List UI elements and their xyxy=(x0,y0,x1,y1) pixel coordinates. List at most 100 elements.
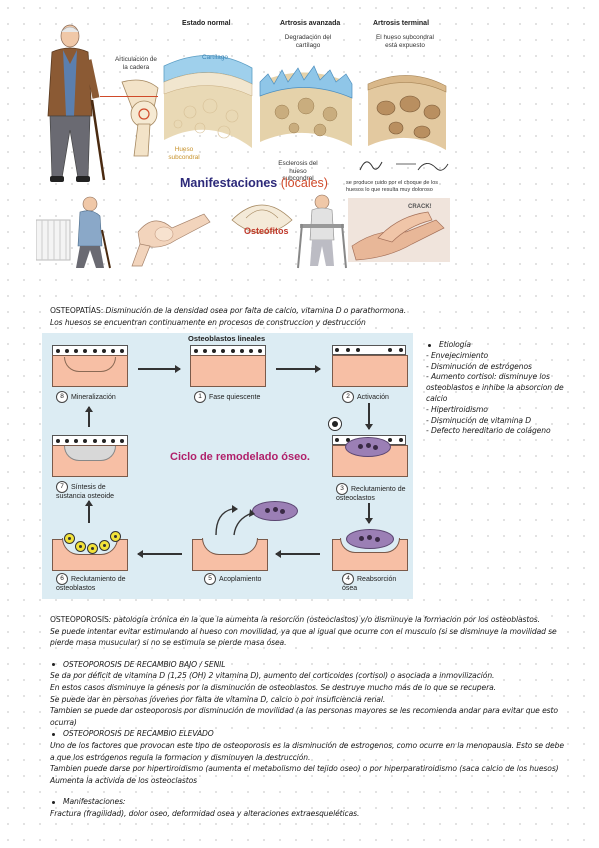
label-hip-joint: Articulación de la cadera xyxy=(115,56,157,71)
label-sclerosis: Esclerosis del hueso subcondral xyxy=(278,160,318,182)
step5-cavity xyxy=(202,538,258,555)
arrow-6-to-7 xyxy=(85,500,92,523)
hip-bone-illustration xyxy=(121,79,159,157)
osteoporosis-intro: OSTEOPOROSIS: patología crónica en la qu… xyxy=(50,614,566,626)
terminal-joint-illustration xyxy=(367,75,447,150)
etiologia-title: Etiología xyxy=(439,340,471,349)
step4-number: 4 xyxy=(342,573,354,585)
osteopatias-line1: OSTEOPATÍAS: Disminución de la densidad … xyxy=(50,305,570,317)
osteoblast-5 xyxy=(110,531,121,542)
advanced-joint-illustration xyxy=(259,65,353,146)
etiologia-item-6: - Defecto hereditario de colágeno xyxy=(426,426,551,436)
sketch-hands xyxy=(359,161,449,171)
woman-walker-illustration xyxy=(297,194,347,269)
etiologia-item-5: - Disminución de vitamina D xyxy=(426,415,532,425)
step3-precursor-cell xyxy=(328,417,342,431)
senil-line-2: En estos casos disminuye la génesis por … xyxy=(50,682,496,692)
etiologia-section: Etiología - Envejecimiento - Disminución… xyxy=(426,340,576,437)
step3-osteoclast xyxy=(345,437,391,457)
bullet-icon xyxy=(52,663,55,667)
step8-text: Mineralización xyxy=(71,393,116,401)
bullet-icon xyxy=(428,343,431,347)
step5-text: Acoplamiento xyxy=(219,575,262,583)
arrow-1-to-2 xyxy=(276,365,321,372)
etiologia-item-3: - Aumento cortisol: disminuye los osteob… xyxy=(426,372,564,403)
label-exposed-bone: El hueso subcondral está expuesto xyxy=(376,34,434,49)
cracking-fingers-photo: CRACK! xyxy=(348,198,450,262)
senil-line-3: Se puede dar en personas jóvenes por fal… xyxy=(50,694,386,704)
header-terminal: Artrosis terminal xyxy=(373,20,430,27)
step4-osteoclast xyxy=(346,529,394,549)
etiologia-item-4: - Hipertiroidismo xyxy=(426,404,488,414)
header-normal: Estado normal xyxy=(182,20,231,27)
label-cartilage-degradation: Degradación del cartílago xyxy=(284,34,332,49)
osteopatias-term: OSTEOPATÍAS: xyxy=(50,306,104,315)
elevado-title-row: OSTEOPOROSIS DE RECAMBIO ELEVADO xyxy=(50,728,566,740)
osteopatias-definition: Disminución de la densidad osea por falt… xyxy=(103,306,407,315)
arrow-4-to-5 xyxy=(275,550,320,557)
step2-cells xyxy=(332,345,406,355)
bullet-icon xyxy=(52,732,55,736)
elevado-line-2: Tambien puede darse por hipertiroidismo … xyxy=(50,764,559,774)
step1-text: Fase quiescente xyxy=(209,393,261,401)
osteopatias-line2: Los huesos se encuentran continuamente e… xyxy=(50,318,366,327)
etiologia-title-row: Etiología xyxy=(426,340,576,351)
label-subchondral-bone: Hueso subcondral xyxy=(168,146,200,161)
osteoporosis-definition: : patología crónica en la que la aumenta… xyxy=(108,615,540,624)
osteoporosis-section: OSTEOPOROSIS: patología crónica en la qu… xyxy=(50,614,566,820)
osteoblast-4 xyxy=(99,540,110,551)
step4-text: Reabsorción ósea xyxy=(342,575,397,592)
knee-joint-illustration xyxy=(131,213,211,267)
manif-title-row: Manifestaciones: xyxy=(50,796,566,808)
osteoporosis-term: OSTEOPOROSIS xyxy=(50,615,109,624)
step7-number: 7 xyxy=(56,481,68,493)
etiologia-item-2: - Disminución de estrógenos xyxy=(426,361,532,371)
step5-osteoclast xyxy=(252,501,298,521)
step8-mineral xyxy=(64,357,116,372)
step3-text: Reclutamiento de osteoclastos xyxy=(336,485,406,502)
bullet-icon xyxy=(52,800,55,804)
normal-joint-illustration xyxy=(163,55,253,149)
step5-curved-arrows xyxy=(215,505,255,536)
manifestations-title-paren: (locales) xyxy=(277,176,328,190)
step1-number: 1 xyxy=(194,391,206,403)
step1-bone xyxy=(190,355,266,387)
osteoblast-1 xyxy=(64,533,75,544)
osteoblast-2 xyxy=(75,541,86,552)
label-cartilage: Cartílago xyxy=(202,54,228,61)
header-advanced: Artrosis avanzada xyxy=(280,20,341,27)
step5-number: 5 xyxy=(204,573,216,585)
elevado-line-1: Uno de los factores que provocan este ti… xyxy=(50,740,564,762)
arrow-3-to-4 xyxy=(365,503,372,524)
pointer-line xyxy=(100,96,158,97)
osteophytes-label: Osteófitos xyxy=(244,226,289,236)
osteophytes-spine-illustration xyxy=(231,204,293,234)
arrow-8-to-1 xyxy=(138,365,181,372)
osteoporosis-intro-line2: Se puede intentar evitar estimulando al … xyxy=(50,626,557,648)
osteoblast-3 xyxy=(87,543,98,554)
hands-illustration xyxy=(351,211,445,261)
step3-number: 3 xyxy=(336,483,348,495)
step2-bone xyxy=(332,355,408,387)
etiologia-item-1: - Envejecimiento xyxy=(426,350,489,360)
manifestations-title-main: Manifestaciones xyxy=(180,176,278,190)
senil-title-row: OSTEOPOROSIS DE RECAMBIO BAJO / SENIL xyxy=(50,659,566,671)
manifestations-title: Manifestaciones (locales) xyxy=(180,176,328,190)
crack-note: se produce ruido por el choque de los hu… xyxy=(346,180,439,193)
step7-text: Síntesis de sustancia osteoide xyxy=(56,483,114,500)
man-radiator-illustration xyxy=(36,196,111,269)
arrow-7-to-8 xyxy=(85,406,92,427)
cycle-title: Ciclo de remodelado óseo. xyxy=(170,451,310,463)
senil-line-1: Se da por déficit de vitamina D (1,25 (O… xyxy=(50,671,495,681)
arthrosis-figure: Estado normal Artrosis avanzada Artrosis… xyxy=(30,14,450,276)
step7-osteoid xyxy=(64,446,116,461)
